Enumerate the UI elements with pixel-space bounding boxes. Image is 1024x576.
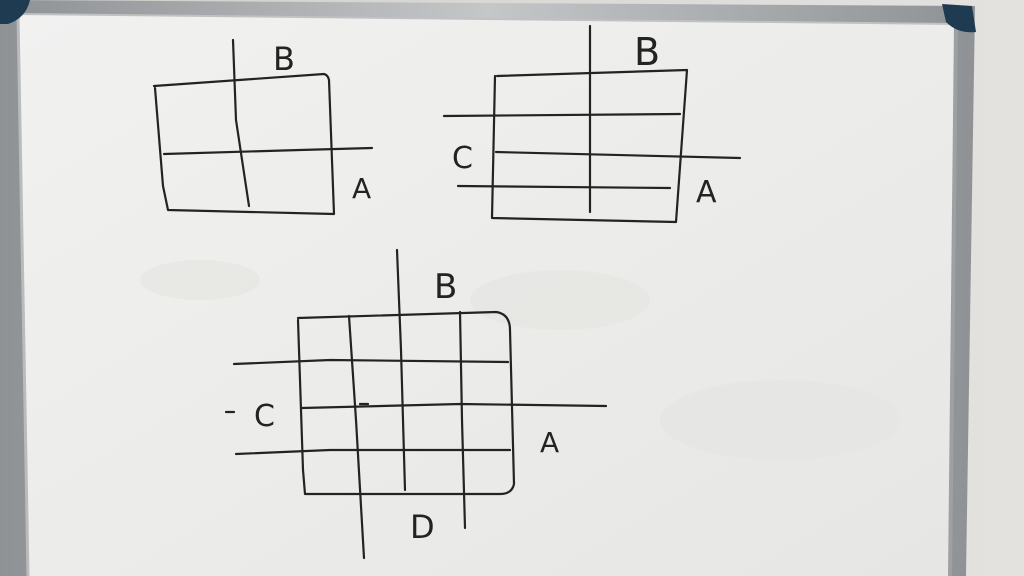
frame-corner-top-left: [0, 0, 30, 24]
erased-smudges: [140, 260, 900, 460]
diagram-top-left: [152, 38, 374, 216]
diagram-bottom-line-c: [300, 402, 608, 410]
frame-corner-top-right: [942, 4, 976, 33]
labels: B A B C A B C A D: [254, 30, 717, 546]
label-top-right-c: C: [452, 141, 473, 176]
diagram-top-left-horizontal-a: [162, 146, 374, 156]
diagram-bottom-vertical-d-right: [458, 310, 467, 530]
diagram-top-right-box: [490, 68, 689, 224]
diagram-bottom-line-upper: [232, 358, 510, 366]
diagram-bottom-vertical-d-left: [347, 314, 366, 560]
diagram-top-left-box: [152, 72, 336, 216]
diagram-top-right-line-upper: [442, 112, 682, 118]
board-frame: [0, 0, 975, 576]
diagram-bottom: [224, 248, 608, 560]
label-bottom-b: B: [434, 267, 457, 307]
diagram-bottom-box: [296, 310, 516, 496]
diagram-top-right: [442, 24, 742, 224]
diagram-bottom-line-lower: [234, 448, 512, 456]
diagram-top-left-vertical-b: [231, 38, 251, 208]
label-bottom-c: C: [254, 399, 275, 434]
label-top-left-a: A: [352, 172, 371, 205]
label-bottom-a: A: [540, 426, 559, 459]
diagram-bottom-vertical-b: [395, 248, 407, 492]
label-bottom-d: D: [410, 508, 435, 546]
label-top-right-a: A: [696, 175, 717, 210]
diagram-top-right-line-c: [494, 150, 742, 160]
label-top-left-b: B: [273, 40, 295, 78]
diagram-top-right-line-lower: [456, 184, 672, 190]
label-top-right-b: B: [634, 30, 660, 74]
